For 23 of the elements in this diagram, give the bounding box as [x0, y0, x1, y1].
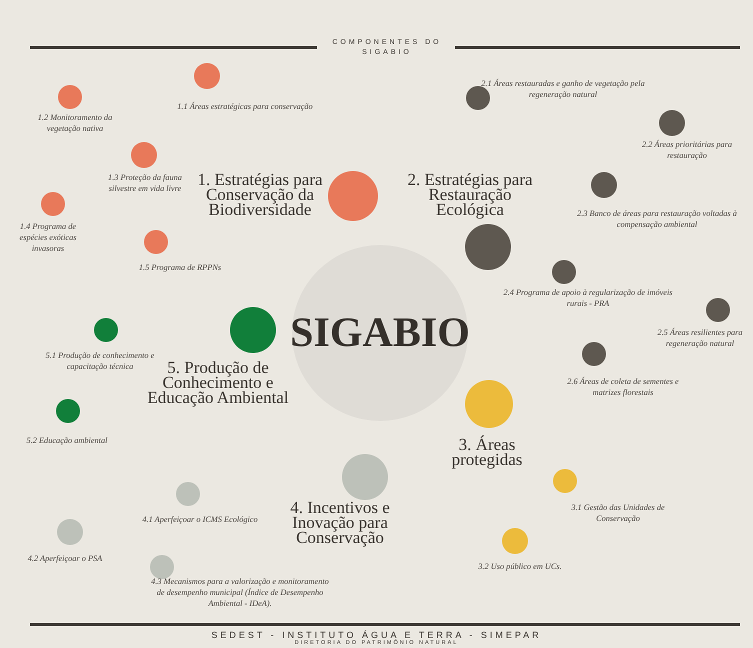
item-caption: 4.2 Aperfeiçoar o PSA — [26, 553, 104, 564]
item-caption: 2.5 Áreas resilientes para regeneração natural — [656, 327, 744, 349]
category-title: 4. Incentivos e Inovação para Conservação — [289, 500, 391, 545]
item-caption: 1.1 Áreas estratégicas para conservação — [176, 101, 314, 112]
item-caption: 2.4 Programa de apoio à regularização de imóveis rurais - PRA — [503, 287, 673, 309]
item-caption: 3.1 Gestão das Unidades de Conservação — [570, 502, 666, 524]
item-caption: 4.1 Aperfeiçoar o ICMS Ecológico — [141, 514, 259, 525]
category-title: 1. Estratégias para Conservação da Biodiversidade — [196, 172, 324, 217]
category-title: 3. Áreas protegidas — [450, 437, 524, 467]
center-title: SIGABIO — [290, 309, 470, 357]
item-caption: 1.2 Monitoramento da vegetação nativa — [36, 112, 114, 134]
item-caption: 1.3 Proteção da fauna silvestre em vida livre — [107, 172, 183, 194]
item-caption: 1.5 Programa de RPPNs — [138, 262, 222, 273]
item-caption: 4.3 Mecanismos para a valorização e monitoramento de desempenho municipal (Índice de Desempenho Ambiental - IDeA). — [150, 576, 330, 609]
item-caption: 2.6 Áreas de coleta de sementes e matrizes florestais — [566, 376, 680, 398]
item-caption: 1.4 Programa de espécies exóticas invasoras — [18, 221, 78, 254]
category-title: 2. Estratégias para Restauração Ecológica — [406, 172, 534, 217]
footer-text: SEDEST - INSTITUTO ÁGUA E TERRA - SIMEPAR — [210, 630, 543, 640]
item-caption: 2.2 Áreas prioritárias para restauração — [640, 139, 734, 161]
item-caption: 3.2 Uso público em UCs. — [477, 561, 563, 572]
item-caption: 5.2 Educação ambiental — [26, 435, 108, 446]
item-caption: 2.3 Banco de áreas para restauração voltadas à compensação ambiental — [576, 208, 738, 230]
item-caption: 2.1 Áreas restauradas e ganho de vegetação pela regeneração natural — [480, 78, 646, 100]
